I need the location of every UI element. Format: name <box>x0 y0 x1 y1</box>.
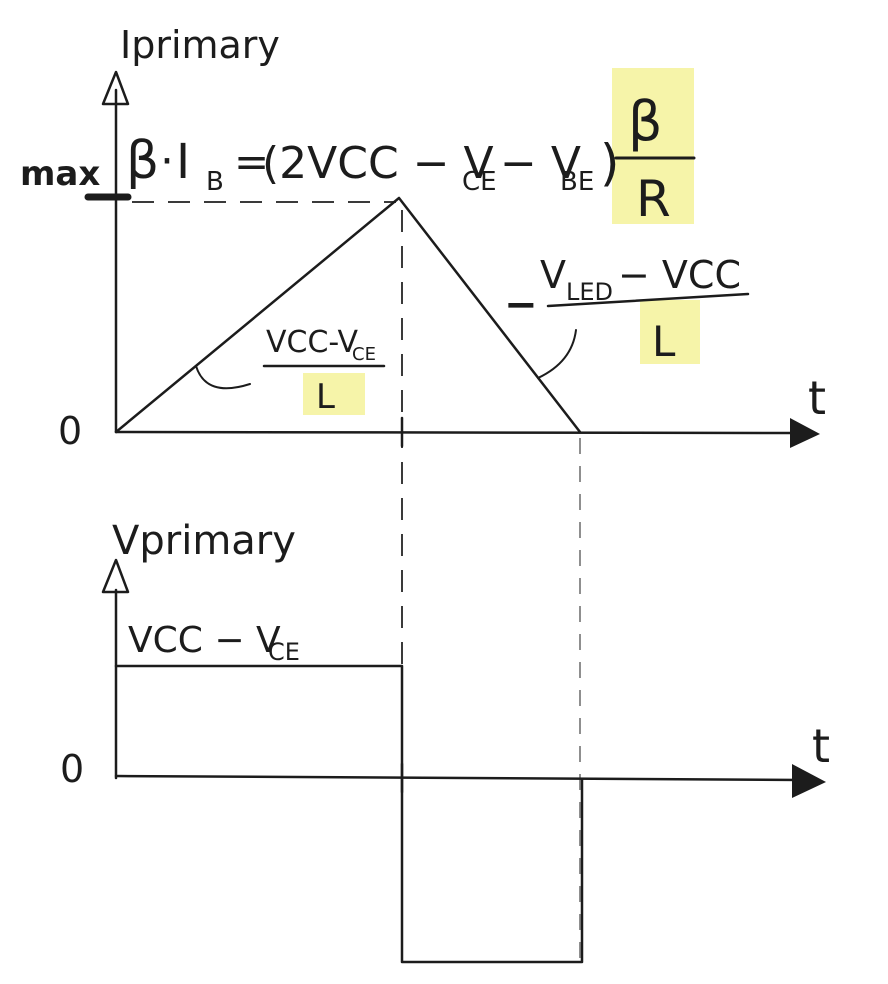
bottom-y-axis-arrow-icon <box>101 558 130 594</box>
top-y-axis-arrow-icon <box>101 70 130 106</box>
highlight-fall-denominator <box>640 300 700 364</box>
voltage-level-subscript: CE <box>268 638 300 666</box>
highlight-beta-over-r <box>612 68 694 224</box>
top-x-label: t <box>808 371 826 425</box>
top-origin-label: 0 <box>58 409 82 453</box>
rise-slope-denominator: L <box>316 377 335 417</box>
rise-slope-pointer <box>195 365 251 390</box>
bottom-y-label: Vprimary <box>112 518 296 564</box>
fall-slope-pointer <box>537 329 577 379</box>
formula-current-symbol: I <box>176 134 190 190</box>
formula-minus-v: − V <box>500 138 581 189</box>
formula-close-paren: ) <box>600 134 620 192</box>
max-label: max <box>20 154 100 194</box>
formula-dot: · <box>160 136 174 187</box>
bottom-x-axis-arrow-icon <box>792 764 826 798</box>
formula-be-subscript: BE <box>560 167 594 197</box>
bottom-x-label: t <box>812 719 830 773</box>
formula-equals: = <box>234 137 269 186</box>
top-x-axis-arrow-icon <box>790 418 820 448</box>
top-y-label: Iprimary <box>120 23 280 67</box>
formula-base-subscript: B <box>206 167 224 197</box>
highlight-rise-denominator <box>303 373 365 415</box>
formula-beta: β <box>126 131 159 191</box>
bottom-origin-label: 0 <box>60 747 84 791</box>
rise-slope-numerator: VCC-V <box>266 325 358 360</box>
fall-slope-fraction-bar <box>546 292 750 308</box>
primary-current-waveform <box>114 196 582 434</box>
formula-ce-subscript: CE <box>462 167 497 197</box>
formula-paren-vcc: (2VCC − V <box>262 138 494 189</box>
formula-fraction-denominator: R <box>636 170 671 228</box>
bottom-x-axis <box>114 774 804 782</box>
rise-slope-label: VCC-V CE L <box>262 325 386 417</box>
top-x-axis <box>114 430 802 435</box>
fall-slope-label: − V LED − VCC L <box>504 253 750 366</box>
fall-slope-numerator-v: V <box>540 253 566 297</box>
primary-voltage-waveform <box>114 664 584 964</box>
voltage-level-label: VCC − V <box>128 620 281 661</box>
fall-slope-numerator-rest: − VCC <box>618 253 741 297</box>
fall-slope-denominator: L <box>652 317 676 366</box>
formula-fraction-numerator: β <box>628 90 662 153</box>
peak-current-formula: β · I B = (2VCC − V CE − V BE ) β R <box>126 90 696 228</box>
fall-slope-sign: − <box>504 282 538 328</box>
rise-slope-numerator-subscript: CE <box>352 344 376 365</box>
